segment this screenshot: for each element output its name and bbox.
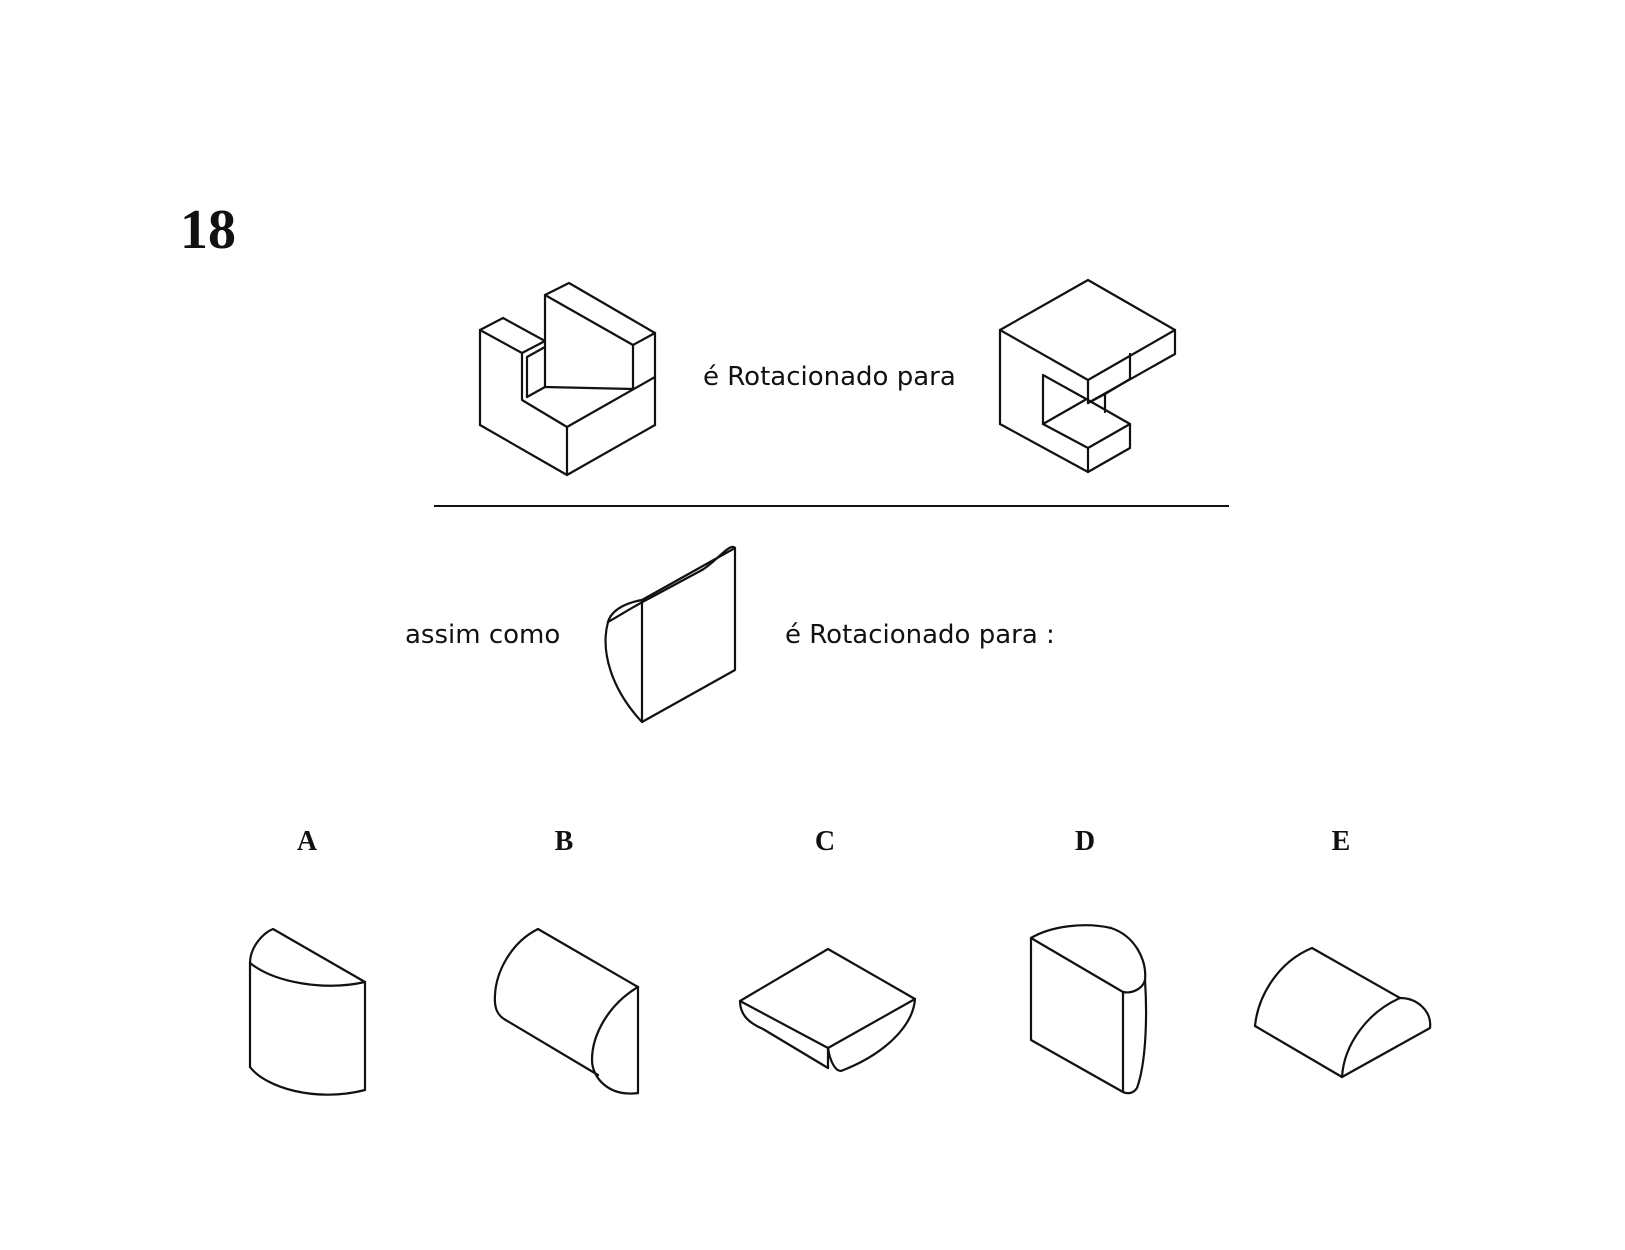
divider-line <box>434 505 1229 507</box>
option-figure-d[interactable] <box>1025 920 1165 1100</box>
option-figure-e[interactable] <box>1250 940 1440 1080</box>
option-label-e[interactable]: E <box>1331 826 1351 857</box>
query-figure <box>604 545 737 724</box>
option-figure-b[interactable] <box>490 925 645 1100</box>
option-label-d[interactable]: D <box>1074 826 1096 857</box>
option-figure-a[interactable] <box>245 925 370 1100</box>
option-label-c[interactable]: C <box>814 826 836 857</box>
option-figure-c[interactable] <box>735 943 920 1078</box>
option-label-a[interactable]: A <box>296 826 318 857</box>
question-number: 18 <box>180 199 236 261</box>
rotated-phrase-top: é Rotacionado para <box>703 362 956 392</box>
example-rotated-figure <box>998 278 1177 474</box>
as-phrase: assim como <box>405 620 561 650</box>
rotated-phrase-bottom: é Rotacionado para : <box>785 620 1055 650</box>
example-source-figure <box>478 281 657 477</box>
option-label-b[interactable]: B <box>554 826 574 857</box>
